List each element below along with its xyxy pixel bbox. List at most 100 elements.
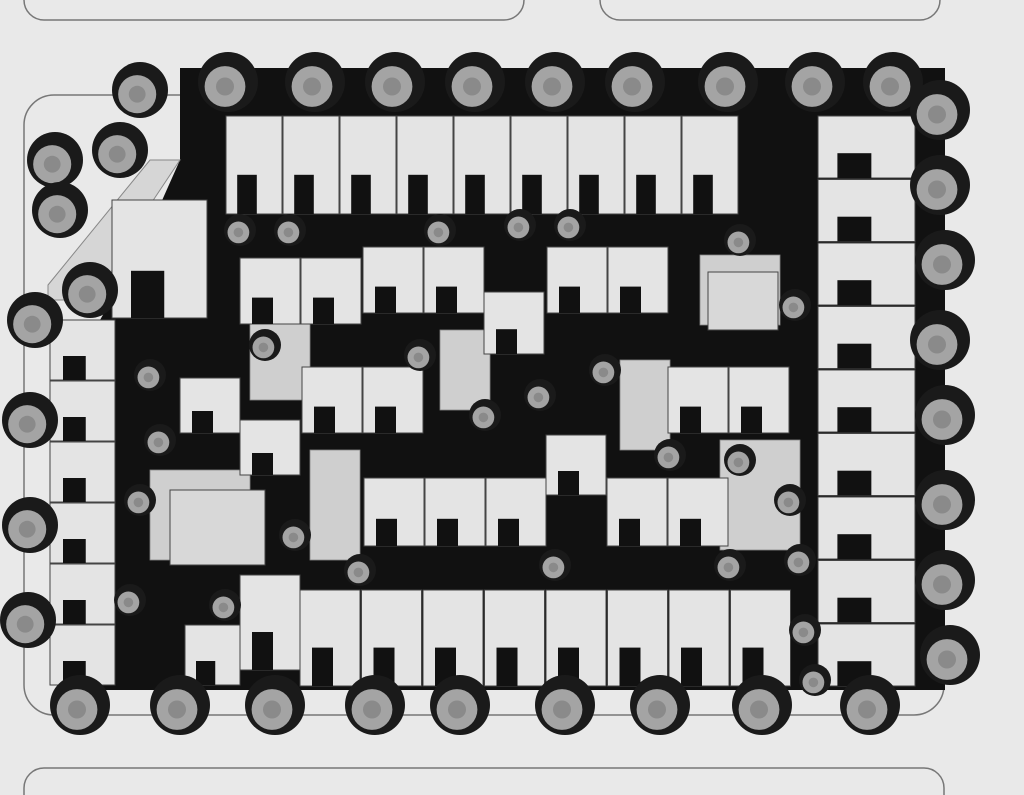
house-patio (437, 518, 458, 546)
tree-core (216, 77, 234, 96)
tree-core (288, 532, 299, 543)
house-patio (351, 174, 371, 214)
tree-core (413, 352, 424, 363)
house-patio (837, 597, 872, 623)
tree-core (433, 227, 444, 238)
tree-core (363, 700, 381, 719)
tree-core (548, 562, 559, 573)
tree-core (218, 602, 229, 613)
tree-core (513, 222, 524, 233)
tree-core (128, 85, 146, 103)
house-patio (680, 518, 701, 546)
tree-core (23, 315, 41, 333)
tree-core (598, 367, 609, 378)
tree-core (18, 415, 36, 433)
tree-core (750, 700, 768, 719)
house-patio (837, 216, 872, 242)
tree-core (533, 392, 544, 403)
house-patio (237, 174, 257, 214)
house-patio (63, 356, 86, 380)
tree-core (478, 412, 489, 423)
house-patio (314, 406, 335, 433)
tree-core (16, 615, 34, 633)
tree-core (928, 105, 946, 124)
tree-core (108, 145, 126, 163)
house-patio (63, 478, 86, 502)
paving-areas (47, 159, 801, 561)
tree-core (143, 372, 154, 383)
house-patio (252, 297, 273, 324)
paved-walkway (619, 359, 671, 451)
tree-core (663, 452, 674, 463)
tree-core (928, 180, 946, 199)
tree-core (133, 497, 144, 508)
tree-core (793, 557, 804, 568)
house-patio (436, 286, 457, 313)
house-patio (408, 174, 428, 214)
tree-core (716, 77, 734, 96)
house-patio (837, 343, 872, 369)
house-patio (192, 411, 213, 433)
tree-core (648, 700, 666, 719)
house-patio (496, 647, 518, 686)
tree-core (123, 597, 134, 608)
tree-core (258, 342, 269, 353)
tree-core (933, 575, 951, 594)
tree-core (43, 155, 61, 173)
house-patio (196, 661, 216, 685)
tree-core (448, 700, 466, 719)
house-patio (693, 174, 713, 214)
tree-core (68, 700, 86, 719)
house-patio (63, 600, 86, 624)
house-patio (435, 647, 456, 686)
street-curb (23, 767, 945, 795)
tree-core (48, 205, 66, 223)
tree-core (723, 562, 734, 573)
house-patio (294, 174, 314, 214)
tree-core (808, 677, 819, 688)
tree-core (303, 77, 321, 96)
house-patio (252, 453, 273, 475)
tree-core (563, 222, 574, 233)
house-patio (375, 286, 396, 313)
house-roof (606, 477, 668, 547)
street-curb (599, 0, 941, 21)
house-patio (376, 518, 397, 546)
house-patio (837, 407, 872, 432)
tree-core (803, 77, 821, 96)
house-patio (837, 470, 872, 496)
house-patio (837, 153, 872, 178)
tree-core (78, 285, 96, 303)
house-patio (131, 270, 165, 318)
house-patio (559, 286, 580, 313)
tree-core (263, 700, 281, 719)
house-patio (681, 647, 702, 686)
house-patio (558, 471, 579, 495)
house-patio (837, 280, 872, 305)
house-patio (620, 286, 641, 313)
house-patio (741, 406, 762, 433)
house-patio (522, 174, 542, 214)
tree-core (928, 335, 946, 354)
tree-core (233, 227, 244, 238)
tree-core (938, 650, 956, 669)
house-patio (313, 297, 334, 324)
house-patio (63, 539, 86, 563)
street-curb (23, 0, 525, 21)
tree-core (623, 77, 641, 96)
tree-core (18, 520, 36, 538)
tree-core (783, 497, 794, 508)
house-patio (496, 329, 517, 354)
tree-core (933, 495, 951, 514)
playground (169, 489, 266, 566)
house-patio (63, 417, 86, 441)
tree-core (543, 77, 561, 96)
house-roof (453, 115, 511, 215)
paved-walkway (309, 449, 361, 561)
house-patio (837, 534, 872, 559)
house-patio (619, 518, 640, 546)
house-patio (252, 632, 273, 670)
tree-core (798, 627, 809, 638)
trees (0, 52, 980, 735)
